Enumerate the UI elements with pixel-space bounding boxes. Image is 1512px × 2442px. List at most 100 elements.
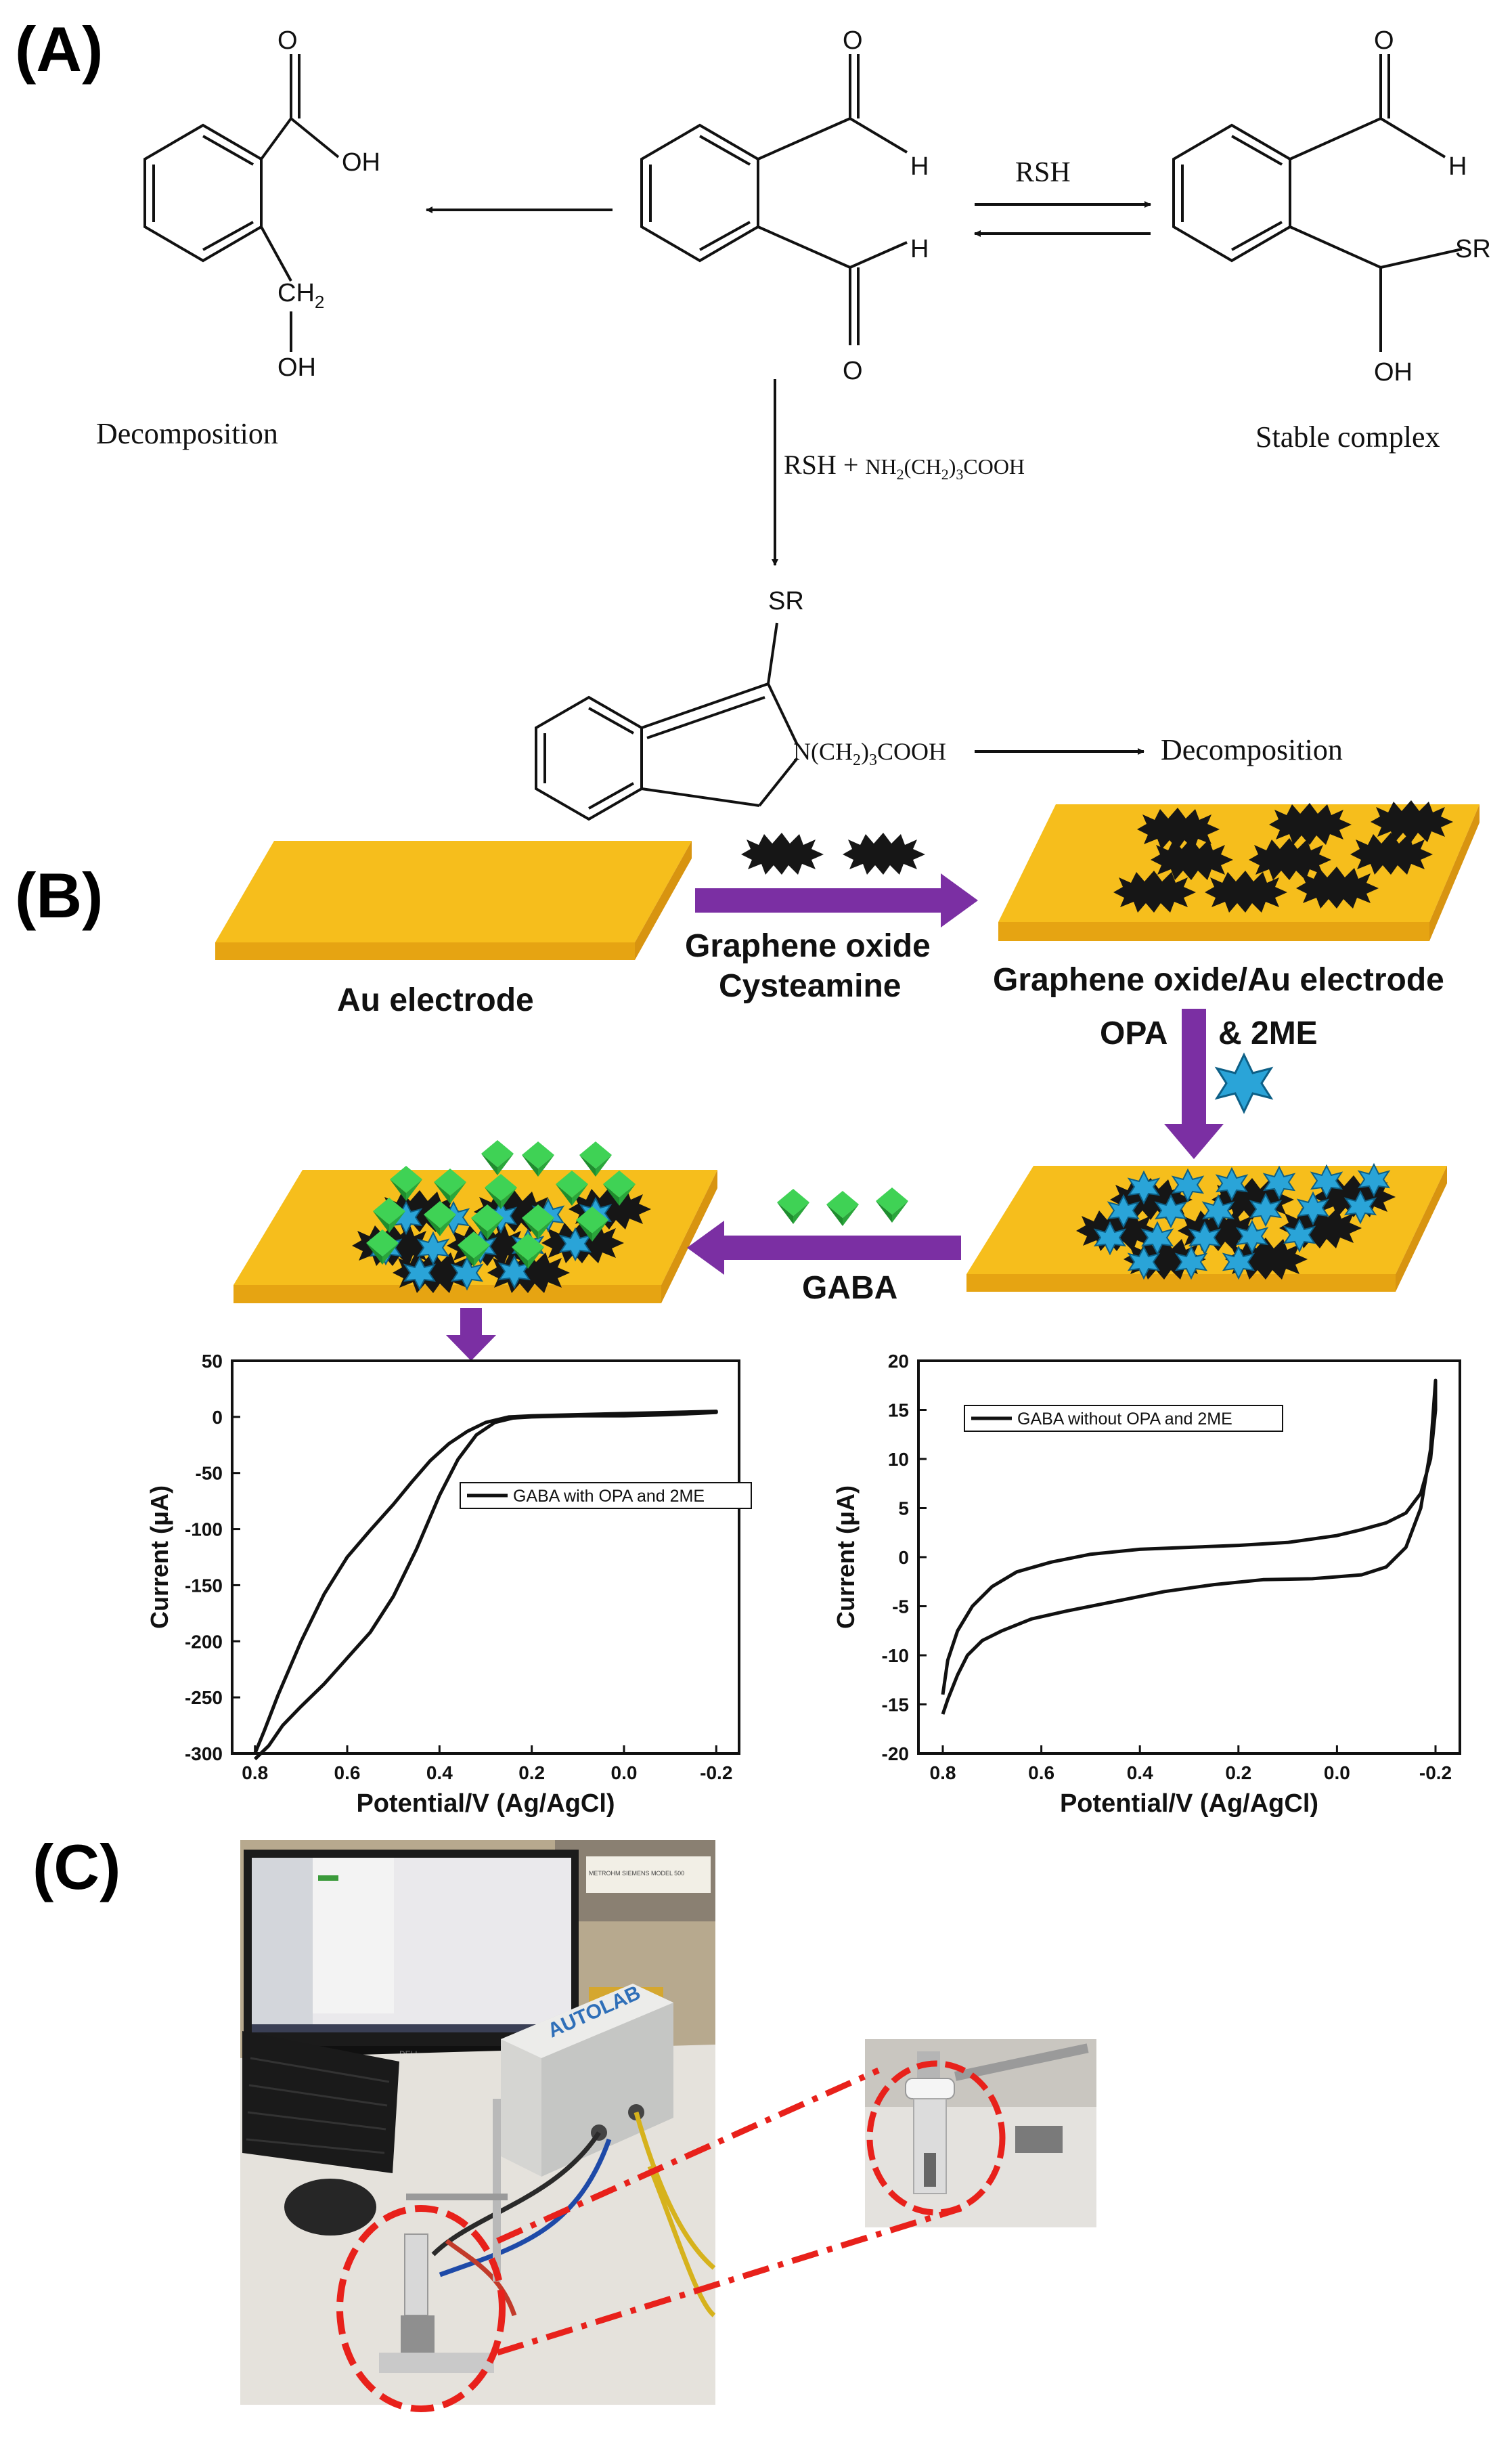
rsh-label: RSH [1015,157,1071,188]
atom-h-2: H [910,235,929,263]
cv-curve [253,1410,718,1761]
x-tick-label: 0.6 [1028,1762,1054,1783]
y-tick-label: -15 [882,1695,909,1716]
atom-oh-2: OH [277,353,316,382]
x-tick-label: 0.4 [1127,1762,1153,1783]
y-tick-label: 5 [898,1498,909,1519]
x-tick-label: 0.0 [611,1762,638,1783]
opa-star-icon-large [1214,1052,1274,1114]
scheme-a-text: RSH Decomposition Stable complex RSH + N… [96,157,1440,769]
cv-chart-with-opa: 50 0 -50 -100 -150 -200 -250 -300 0.8 0.6 0.4 0.2 0.… [146,1351,752,1818]
molecule-isoindole [535,622,799,821]
potentiostat: AUTOLAB [501,1982,673,2177]
legend-label: GABA with OPA and 2ME [513,1487,705,1506]
molecule-stable-complex [1172,54,1463,352]
mouse [284,2179,376,2236]
cv-chart-without-opa: 20 15 10 5 0 -5 -10 -15 -20 0.8 0.6 0.4 0.2 0.0 -0.2Po… [832,1351,1461,1818]
arrow-gaba [687,1221,961,1275]
panel-a-label: (A) [15,14,104,85]
gaba-label: GABA [802,1270,897,1306]
au-electrode-label: Au electrode [337,982,534,1018]
y-tick-label: 50 [202,1351,223,1372]
x-tick-label: 0.2 [518,1762,545,1783]
y-tick-label: 10 [888,1449,909,1470]
y-tick-label: -250 [185,1687,223,1708]
scheme-a [143,54,1463,821]
panel-c-label: (C) [32,1831,121,1902]
electrochemical-cell [379,2099,508,2373]
y-tick-label: -5 [892,1596,909,1617]
atom-h: H [910,152,929,181]
molecule-hydroxymethyl-benzoic-acid [143,54,340,352]
atom-sr-2: SR [768,587,804,615]
atom-o-2: O [843,26,863,55]
au-electrode-plate [215,841,692,960]
y-tick-label: 20 [888,1351,909,1372]
n-group-label: N(CH2)3COOH [793,738,946,769]
arrow-go-deposition [695,873,978,928]
panel-b-label: (B) [15,860,104,931]
x-tick-label: 0.4 [426,1762,453,1783]
inset-photo [865,2039,1096,2227]
decomposition-label: Decomposition [96,417,278,450]
x-axis-label: Potential/V (Ag/AgCl) [1060,1789,1318,1818]
y-axis-label: Current (μA) [832,1485,860,1629]
y-axis-label: Current (μA) [146,1485,173,1629]
atom-h-3: H [1448,152,1467,181]
atom-oh-3: OH [1374,358,1413,387]
decomposition-label-2: Decomposition [1161,733,1343,766]
y-tick-label: -300 [185,1743,223,1764]
graphene-oxide-label: Graphene oxide [685,928,931,964]
y-tick-label: -100 [185,1519,223,1540]
y-tick-label: -50 [196,1463,223,1484]
x-axis-label: Potential/V (Ag/AgCl) [356,1789,615,1818]
y-tick-label: 0 [898,1547,909,1568]
opa-label: OPA [1100,1016,1168,1051]
y-tick-label: -20 [882,1743,909,1764]
legend-label: GABA without OPA and 2ME [1017,1410,1232,1429]
cysteamine-label: Cysteamine [719,968,901,1004]
x-tick-label: 0.0 [1324,1762,1350,1783]
scheme-b: Au electrode Graphene oxide Cysteamine G… [215,800,1480,1361]
go-sheet-icons [741,833,925,875]
atom-o-3: O [843,357,863,385]
x-tick-label: -0.2 [1419,1762,1452,1783]
2me-label: & 2ME [1218,1016,1318,1051]
x-tick-label: -0.2 [700,1762,732,1783]
scheme-b-labels: Au electrode Graphene oxide Cysteamine G… [337,928,1444,1306]
y-tick-label: -150 [185,1575,223,1596]
y-tick-label: -200 [185,1631,223,1652]
inset-highlight-circle [866,2060,1006,2216]
keyboard [242,2031,399,2173]
reagent-label: RSH + NH2(CH2)3COOH [784,450,1025,483]
gaba-gem-icons [777,1187,908,1226]
cell-highlight-circle [336,2205,506,2412]
arrow-opa-2me [1164,1009,1224,1159]
y-tick-label: 0 [212,1407,223,1428]
y-tick-label: 15 [888,1400,909,1421]
x-tick-label: 0.8 [930,1762,956,1783]
scheme-a-labels: O OH CH2 OH O H H O O H SR OH SR [277,26,1491,615]
zoom-connectors [496,2067,962,2356]
legend-box [964,1405,1283,1432]
stable-complex-label: Stable complex [1255,420,1440,454]
x-tick-label: 0.2 [1225,1762,1251,1783]
sticker-text: METROHM SIEMENS MODEL 500 [589,1870,684,1877]
go-au-label: Graphene oxide/Au electrode [993,962,1444,998]
plot-frame [231,1359,740,1755]
legend-box [460,1482,752,1509]
atom-o-4: O [1374,26,1394,55]
atom-oh: OH [342,148,380,177]
group-ch2: CH2 [277,279,324,312]
process-arrows [446,873,1224,1361]
cv-curve [941,1378,1438,1715]
atom-o: O [277,26,298,55]
arrow-to-cv [446,1308,496,1361]
atom-sr: SR [1455,235,1491,263]
photo-setup: DELL METROHM SIEMENS MODEL 500 AUTOLAB [240,1840,716,2412]
x-tick-label: 0.6 [334,1762,361,1783]
y-tick-label: -10 [882,1645,909,1666]
molecule-opa [640,54,908,345]
x-tick-label: 0.8 [242,1762,268,1783]
